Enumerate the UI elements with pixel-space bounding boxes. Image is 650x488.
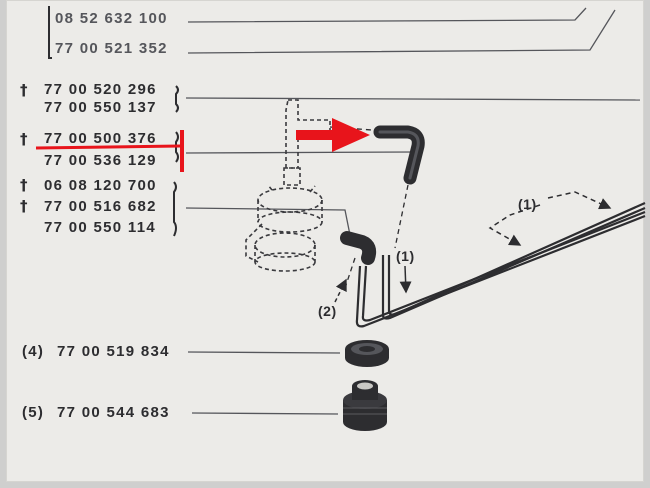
leader-lines — [185, 7, 641, 415]
highlight-underline — [35, 144, 181, 150]
fuel-pump-dashed — [245, 99, 331, 272]
part-number: 77 00 550 114 — [44, 219, 156, 236]
parts-catalog-sheet — [6, 0, 644, 482]
highlight-marks — [35, 118, 370, 172]
part-number: 77 00 550 137 — [44, 99, 157, 116]
leader-group-a — [185, 97, 641, 101]
leader-08-52-632-100 — [187, 7, 587, 23]
dagger-icon: † — [20, 176, 28, 194]
part-number: 06 08 120 700 — [44, 177, 157, 194]
part-ref-5: (5) — [22, 404, 45, 421]
callout-pipe-center: (1) — [396, 248, 415, 264]
bracket-top-group — [48, 6, 52, 59]
part-ref-4: (4) — [22, 343, 45, 360]
highlight-arrow — [296, 118, 370, 152]
leader-part-5 — [191, 412, 339, 415]
part-5-grommet — [343, 380, 387, 431]
part-number: 77 00 521 352 — [55, 40, 168, 57]
callout-hose-small: (2) — [318, 303, 337, 319]
dagger-icon: † — [20, 130, 28, 148]
dagger-icon: † — [20, 197, 28, 215]
part-number-highlighted: 77 00 500 376 — [44, 130, 157, 147]
leader-group-c — [185, 207, 351, 236]
fuel-pipes — [355, 201, 646, 328]
callout-pipe-right: (1) — [518, 196, 537, 212]
callout-arrows — [334, 191, 612, 303]
leader-group-b — [185, 151, 416, 154]
part-number-4: 77 00 519 834 — [57, 343, 170, 360]
part-4-ring-seal — [345, 340, 389, 367]
part-number: 08 52 632 100 — [55, 10, 168, 27]
leader-part-4 — [187, 351, 341, 354]
part-number: 77 00 516 682 — [44, 198, 157, 215]
hose-elbow-upper — [373, 125, 425, 185]
part-number: 77 00 520 296 — [44, 81, 157, 98]
part-number: 77 00 536 129 — [44, 152, 157, 169]
bracket-group-c — [173, 181, 177, 237]
part-number-5: 77 00 544 683 — [57, 404, 170, 421]
leader-77-00-521-352 — [187, 9, 616, 54]
bracket-group-a — [175, 85, 179, 113]
hose-elbow-small — [340, 231, 377, 265]
dagger-icon: † — [20, 81, 28, 99]
